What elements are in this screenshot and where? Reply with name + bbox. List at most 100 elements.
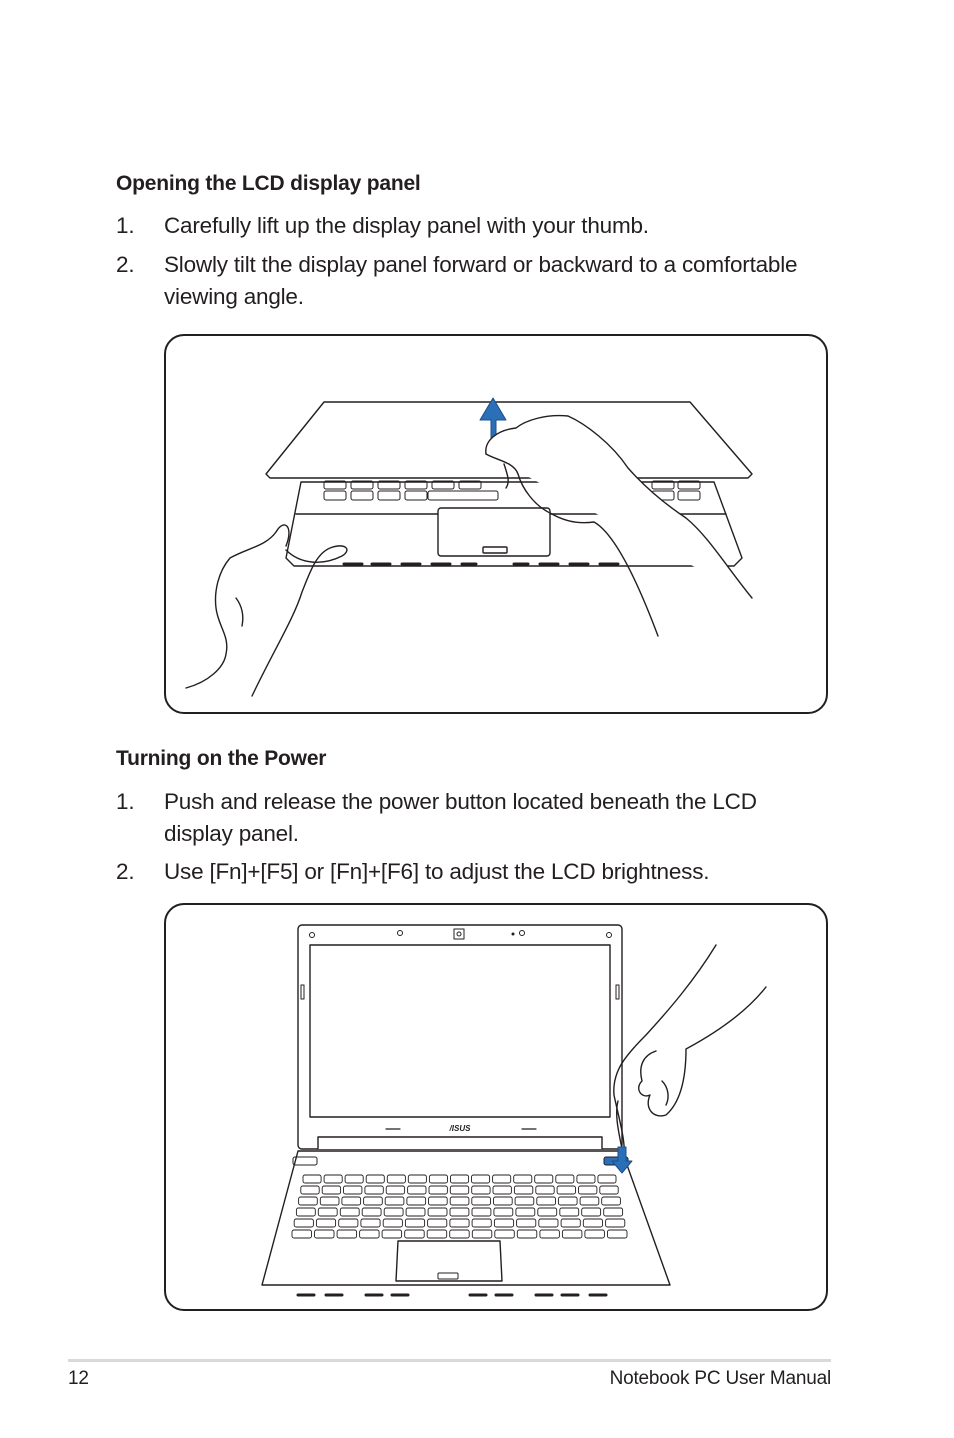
keyboard-key xyxy=(428,1174,448,1184)
keyboard-key xyxy=(386,1174,406,1184)
keyboard-key xyxy=(536,1196,556,1206)
keyboard-key xyxy=(605,1218,626,1228)
step-text: Push and release the power button locate… xyxy=(164,789,757,846)
keyboard-key xyxy=(471,1185,491,1195)
step-text: Use [Fn]+[F5] or [Fn]+[F6] to adjust the… xyxy=(164,859,710,884)
keyboard-key xyxy=(381,1229,403,1239)
step-text: Carefully lift up the display panel with… xyxy=(164,213,649,238)
keyboard-key xyxy=(428,1196,448,1206)
keyboard-key xyxy=(449,1207,470,1217)
keyboard-key xyxy=(291,1229,312,1239)
keyboard-key xyxy=(555,1174,575,1184)
keyboard-key xyxy=(513,1185,534,1195)
keyboard-key xyxy=(449,1196,470,1206)
asus-logo: /ISUS xyxy=(449,1124,472,1133)
keyboard-key xyxy=(578,1185,598,1195)
keyboard-key xyxy=(560,1218,581,1228)
keyboard-key xyxy=(471,1174,491,1184)
keyboard-key xyxy=(407,1174,427,1184)
keyboard-key xyxy=(321,1185,342,1195)
keyboard-key xyxy=(601,1196,621,1206)
keyboard-key xyxy=(599,1185,619,1195)
keyboard-key xyxy=(582,1218,603,1228)
keyboard-key xyxy=(295,1207,316,1217)
keyboard-key xyxy=(363,1196,383,1206)
keyboard-key xyxy=(302,1174,322,1184)
keyboard-key xyxy=(361,1207,382,1217)
keyboard-key xyxy=(293,1218,314,1228)
keyboard-key xyxy=(534,1174,554,1184)
keyboard-key xyxy=(405,1207,426,1217)
step-number: 1. xyxy=(116,789,135,814)
keyboard-key xyxy=(597,1174,617,1184)
keyboard-key xyxy=(427,1218,448,1228)
keyboard-key xyxy=(344,1174,364,1184)
keyboard-key xyxy=(471,1229,493,1239)
step-number: 2. xyxy=(116,252,135,277)
keyboard-key xyxy=(427,1207,448,1217)
keyboard-key xyxy=(537,1207,558,1217)
keyboard-key xyxy=(514,1196,535,1206)
keyboard-key xyxy=(404,1229,425,1239)
keyboard-key xyxy=(406,1196,427,1206)
keyboard-key xyxy=(364,1185,384,1195)
page-number: 12 xyxy=(68,1368,89,1389)
laptop-opening-illustration xyxy=(185,397,753,697)
keyboard-key xyxy=(338,1218,359,1228)
figure-opening-lcd xyxy=(164,334,828,714)
keyboard-key xyxy=(603,1207,624,1217)
keyboard-key xyxy=(492,1185,512,1195)
keyboard-key xyxy=(576,1174,596,1184)
keyboard-key xyxy=(494,1229,515,1239)
keyboard-key xyxy=(471,1218,492,1228)
step-number: 1. xyxy=(116,213,135,238)
keyboard-key xyxy=(561,1229,583,1239)
keyboard-key xyxy=(556,1185,576,1195)
step-text: Slowly tilt the display panel forward or… xyxy=(164,252,798,309)
section-heading-opening: Opening the LCD display panel xyxy=(116,172,421,195)
keyboard-key xyxy=(315,1218,337,1228)
manual-title: Notebook PC User Manual xyxy=(609,1368,832,1389)
section-heading-power: Turning on the Power xyxy=(116,747,327,770)
keyboard-key xyxy=(516,1229,538,1239)
keyboard-key xyxy=(319,1196,340,1206)
keyboard-key xyxy=(449,1229,470,1239)
keyboard-key xyxy=(559,1207,580,1217)
keyboard-key xyxy=(579,1196,600,1206)
keyboard-key xyxy=(539,1229,560,1239)
keyboard-key xyxy=(515,1207,536,1217)
keyboard-key xyxy=(384,1196,405,1206)
keyboard-key xyxy=(584,1229,605,1239)
keyboard-key xyxy=(314,1229,335,1239)
keyboard-key xyxy=(383,1207,404,1217)
keyboard-key xyxy=(581,1207,602,1217)
keyboard-key xyxy=(359,1229,380,1239)
keyboard-key xyxy=(535,1185,555,1195)
keyboard-key xyxy=(471,1196,491,1206)
keyboard-key xyxy=(365,1174,385,1184)
keyboard-key xyxy=(426,1229,448,1239)
keyboard-key xyxy=(450,1174,470,1184)
laptop-power-illustration: /ISUS xyxy=(261,924,767,1297)
keyboard-key xyxy=(382,1218,403,1228)
keyboard-key xyxy=(493,1207,514,1217)
keyboard-key xyxy=(516,1218,537,1228)
keyboard-key xyxy=(404,1218,426,1228)
keyboard-key xyxy=(471,1207,492,1217)
keyboard-key xyxy=(557,1196,578,1206)
step-number: 2. xyxy=(116,859,135,884)
keyboard-key xyxy=(493,1218,515,1228)
keyboard-key xyxy=(607,1229,628,1239)
keyboard-key xyxy=(407,1185,427,1195)
footer-divider xyxy=(68,1359,831,1362)
keyboard-key xyxy=(385,1185,406,1195)
keyboard-key xyxy=(298,1196,318,1206)
figure-power-on: /ISUS xyxy=(164,903,828,1311)
keyboard-key xyxy=(341,1196,362,1206)
keyboard-key xyxy=(339,1207,360,1217)
keyboard-key xyxy=(449,1185,470,1195)
keyboard-key xyxy=(538,1218,559,1228)
keyboard-key xyxy=(317,1207,338,1217)
keyboard-key xyxy=(492,1174,512,1184)
keyboard-key xyxy=(336,1229,358,1239)
